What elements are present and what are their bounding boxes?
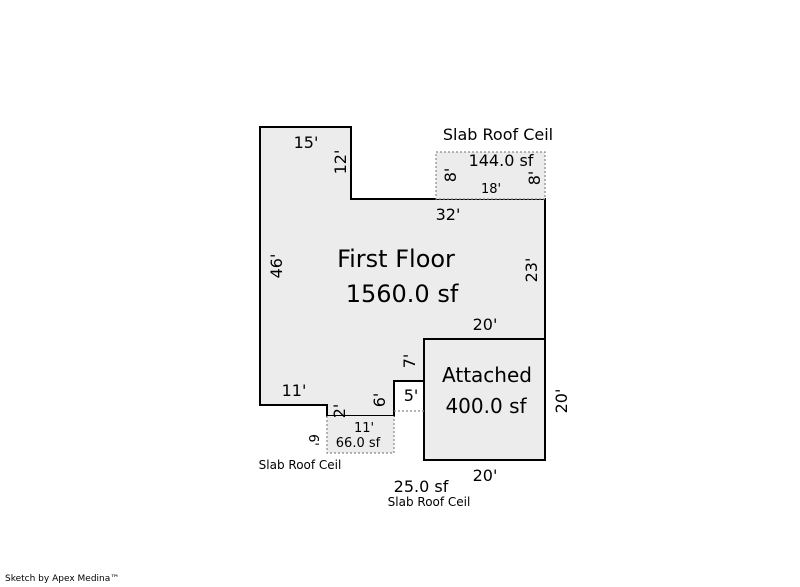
slab-bottom-center-area: 25.0 sf	[394, 477, 449, 496]
first-floor-name: First Floor	[337, 245, 455, 273]
slab-top-right-dim: 8'	[525, 171, 544, 186]
dim-notch-5: 5'	[404, 386, 419, 405]
slab-top-left-dim: 8'	[441, 168, 460, 183]
dim-left-46: 46'	[267, 254, 286, 279]
sketch-credit: Sketch by Apex Medina™	[5, 574, 120, 584]
first-floor-area: 1560.0 sf	[346, 280, 459, 308]
dim-bottom-11: 11'	[282, 381, 307, 400]
dim-notch-6: 6'	[370, 393, 389, 408]
slab-bottom-left-outline	[326, 416, 395, 454]
dim-notch-12: 12'	[331, 150, 350, 175]
slab-top-outline	[435, 151, 546, 200]
dim-notch-7: 7'	[400, 354, 419, 369]
dim-notch-2: 2'	[330, 404, 349, 419]
dim-step-32: 32'	[436, 205, 461, 224]
dim-attached-bottom-20: 20'	[473, 466, 498, 485]
dim-right-23: 23'	[522, 258, 541, 283]
dim-top-left: 15'	[294, 133, 319, 152]
slab-bottom-left-left-dim: 6'	[305, 434, 320, 446]
attached-area: 400.0 sf	[445, 394, 527, 418]
slab-top-bottom-dim: 18'	[481, 182, 501, 197]
slab-bottom-center-label: Slab Roof Ceil	[388, 495, 471, 509]
dim-attached-top-20: 20'	[473, 315, 498, 334]
attached-name: Attached	[442, 363, 532, 387]
slab-bottom-left-label: Slab Roof Ceil	[259, 458, 342, 472]
slab-bottom-left-top-dim: 11'	[354, 421, 374, 436]
attached-outline	[423, 338, 546, 461]
dim-attached-right-20: 20'	[552, 389, 571, 414]
slab-top-area: 144.0 sf	[469, 151, 534, 170]
slab-bottom-left-area: 66.0 sf	[336, 436, 381, 451]
slab-top-label: Slab Roof Ceil	[443, 125, 553, 144]
